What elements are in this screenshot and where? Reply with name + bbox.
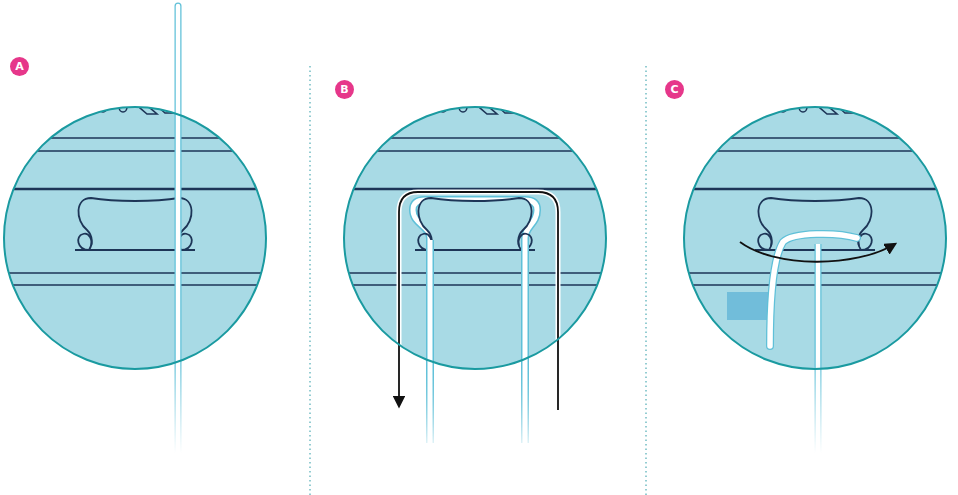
step-letter: A bbox=[15, 61, 24, 72]
panel-a bbox=[0, 6, 275, 453]
separator bbox=[310, 66, 311, 495]
step-letter: C bbox=[670, 84, 678, 95]
step-letter: B bbox=[340, 84, 348, 95]
panel-b bbox=[335, 102, 615, 443]
separator bbox=[646, 66, 647, 495]
panel-c bbox=[675, 102, 955, 453]
step-badge: B bbox=[335, 80, 354, 99]
step-badge: A bbox=[10, 57, 29, 76]
step-badge: C bbox=[665, 80, 684, 99]
